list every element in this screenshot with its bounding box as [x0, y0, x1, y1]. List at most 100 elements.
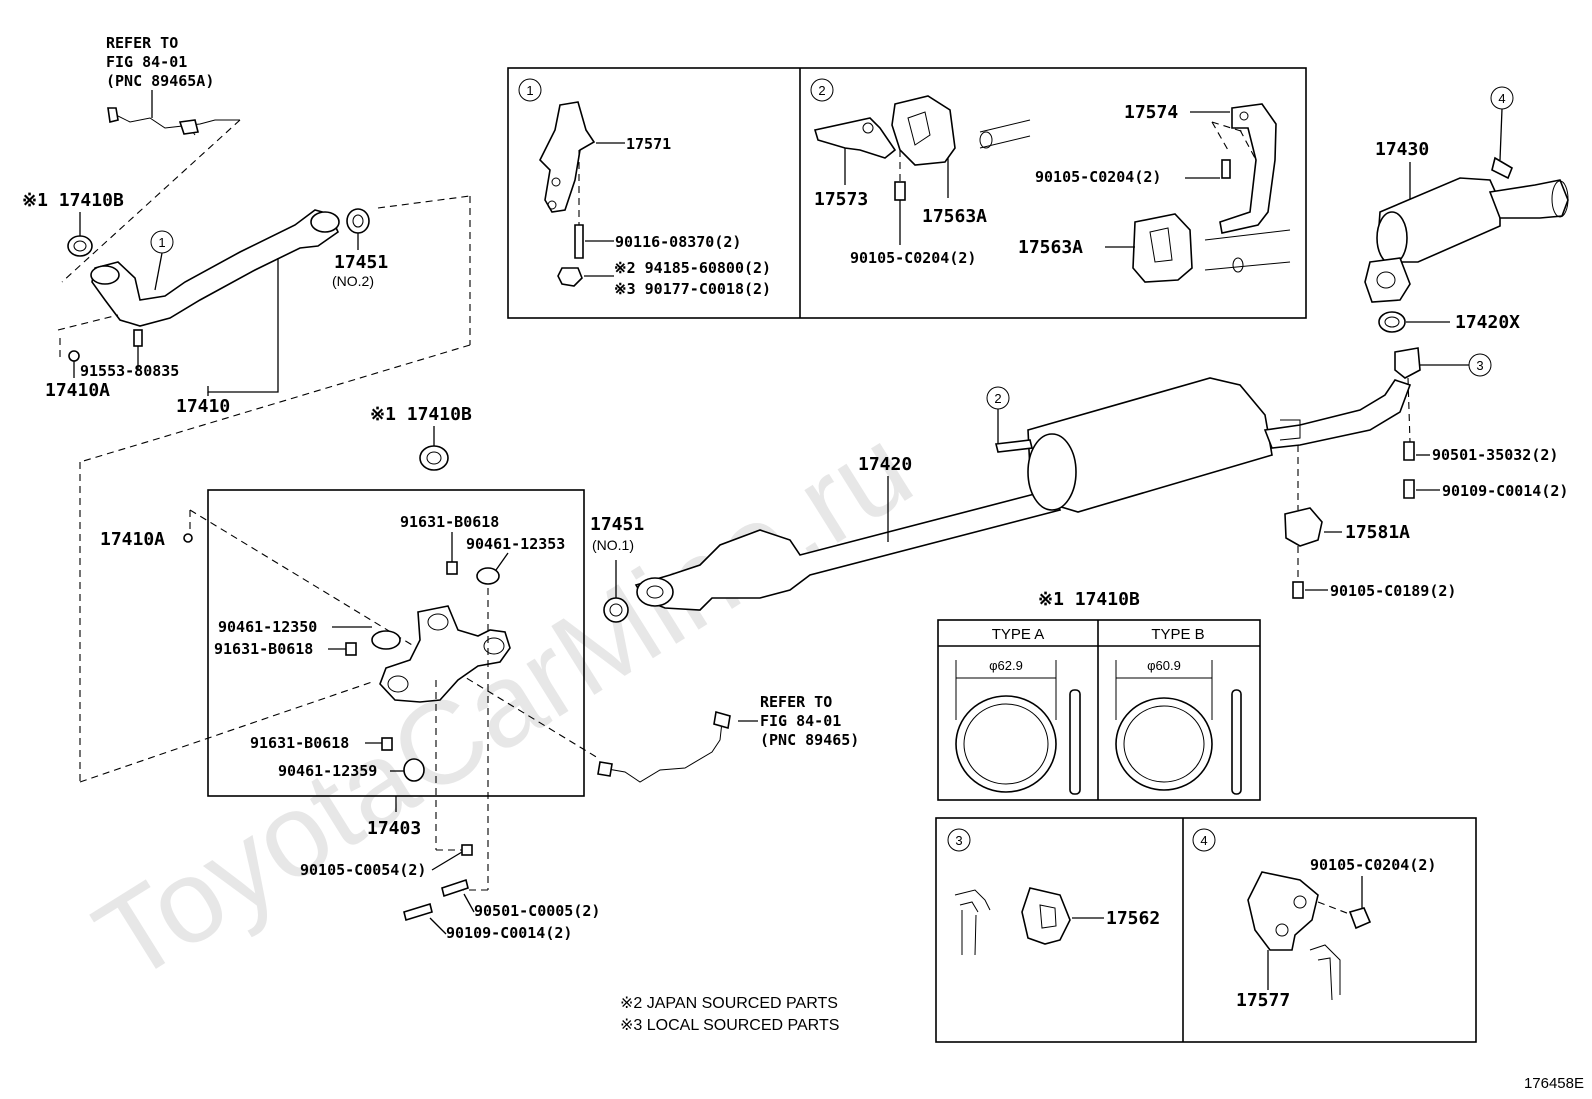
gasket-17420X-part: [1378, 311, 1406, 333]
label-17403: 17403: [367, 818, 421, 839]
note-local: ※3 LOCAL SOURCED PARTS: [620, 1017, 839, 1034]
svg-text:REFER TO: REFER TO: [760, 693, 832, 711]
svg-text:REFER TO: REFER TO: [106, 34, 178, 52]
callout-3-pipe: 3: [1468, 353, 1492, 377]
bolt-90109-c0014-a-part: [1403, 479, 1415, 499]
clamp-90461-12353-part: [476, 567, 500, 585]
label-17420: 17420: [858, 454, 912, 475]
svg-text:1: 1: [158, 235, 165, 250]
bracket-17573-part: [813, 117, 897, 159]
svg-text:(PNC 89465A): (PNC 89465A): [106, 72, 214, 90]
refer-top: REFER TO FIG 84-01 (PNC 89465A): [106, 34, 214, 90]
label-17562: 17562: [1106, 908, 1160, 929]
note-japan: ※2 JAPAN SOURCED PARTS: [620, 995, 838, 1012]
label-17410B-table: ※1 17410B: [1038, 589, 1140, 610]
label-17563A-b: 17563A: [1018, 237, 1083, 258]
bolt-90109-c0014-b-part: [403, 902, 433, 922]
hanger-17563A-b-part: [1132, 213, 1193, 283]
callout-4-pipe: 4: [1490, 86, 1514, 110]
hanger-17562-part: [1021, 887, 1071, 945]
nut-94185-part: [557, 267, 583, 287]
label-17410B-top: ※1 17410B: [22, 190, 124, 211]
svg-text:3: 3: [955, 833, 962, 848]
stud-90501-35032-part: [1403, 441, 1415, 461]
label-90177: ※3 90177-C0018(2): [614, 280, 771, 298]
label-91553: 91553-80835: [80, 362, 179, 380]
label-no2: (NO.2): [332, 273, 374, 289]
callout-1-box: 1: [518, 78, 542, 102]
label-90116: 90116-08370(2): [615, 233, 741, 251]
label-90105-c0204-c: 90105-C0204(2): [1310, 856, 1436, 874]
label-dia-b: φ60.9: [1147, 658, 1181, 673]
center-pipe-17420-part: [634, 489, 1062, 611]
label-90105-c0189: 90105-C0189(2): [1330, 582, 1456, 600]
gasket-type-b-drawing: [1115, 697, 1213, 791]
svg-text:(PNC 89465): (PNC 89465): [760, 731, 859, 749]
label-17574: 17574: [1124, 102, 1178, 123]
label-17577: 17577: [1236, 990, 1290, 1011]
catalytic-converter-17403-part: [379, 605, 511, 703]
oxygen-sensor-top-part: [109, 111, 240, 136]
gasket-type-table: [937, 619, 1261, 801]
label-17430: 17430: [1375, 139, 1429, 160]
label-90105-c0204-b: 90105-C0204(2): [1035, 168, 1161, 186]
label-94185: ※2 94185-60800(2): [614, 259, 771, 277]
stud-90116-part: [574, 224, 584, 259]
svg-text:2: 2: [994, 391, 1001, 406]
label-17410A-mid: 17410A: [100, 529, 165, 550]
label-90501-35032: 90501-35032(2): [1432, 446, 1558, 464]
nut-17410A-top-part: [68, 350, 80, 362]
label-90461-12353: 90461-12353: [466, 535, 565, 553]
bracket-17577-part: [1247, 871, 1319, 951]
oxygen-sensor-mid-part: [601, 721, 723, 783]
bracket-17571-part: [539, 101, 596, 213]
callout-3-box: 3: [947, 828, 971, 852]
label-type-b: TYPE B: [1151, 626, 1204, 643]
label-91631-a: 91631-B0618: [400, 513, 499, 531]
label-91631-b: 91631-B0618: [214, 640, 313, 658]
label-17451-no2: 17451: [334, 252, 388, 273]
callout-1-pipe: 1: [150, 230, 174, 254]
svg-text:1: 1: [526, 83, 533, 98]
svg-text:FIG 84-01: FIG 84-01: [760, 712, 841, 730]
label-90461-12359: 90461-12359: [278, 762, 377, 780]
hanger-17581A-part: [1284, 507, 1323, 547]
bolt-91553-part: [133, 329, 143, 347]
figure-id: 176458E: [1524, 1075, 1584, 1092]
label-no1: (NO.1): [592, 537, 634, 553]
svg-text:2: 2: [818, 83, 825, 98]
front-pipe-17410-part: [91, 209, 339, 327]
label-90501-c0005: 90501-C0005(2): [474, 902, 600, 920]
label-90461-12350: 90461-12350: [218, 618, 317, 636]
label-90105-c0204-a: 90105-C0204(2): [850, 249, 976, 267]
label-17451-no1: 17451: [590, 514, 644, 535]
gasket-17410B-mid-part: [419, 445, 449, 471]
label-17410B-mid: ※1 17410B: [370, 404, 472, 425]
clamp-90461-12350-part: [371, 630, 401, 650]
label-91631-c: 91631-B0618: [250, 734, 349, 752]
svg-text:4: 4: [1498, 91, 1505, 106]
label-17563A-a: 17563A: [922, 206, 987, 227]
bracket-17574-part: [1219, 103, 1277, 234]
label-90105-c0054: 90105-C0054(2): [300, 861, 426, 879]
refer-mid: REFER TO FIG 84-01 (PNC 89465): [760, 693, 859, 749]
label-17410: 17410: [176, 396, 230, 417]
label-90109-c0014-b: 90109-C0014(2): [446, 924, 572, 942]
gasket-17451-no1-part: [603, 597, 629, 623]
label-17420X: 17420X: [1455, 312, 1520, 333]
label-17581A: 17581A: [1345, 522, 1410, 543]
gasket-17410B-top-part: [67, 235, 93, 257]
gasket-17451-no2-part: [346, 208, 370, 234]
stud-90501-c0005-part: [441, 878, 469, 898]
bolt-90105-c0189-part: [1292, 581, 1304, 599]
detail-box-1-2: [507, 67, 1307, 319]
label-17410A-top: 17410A: [45, 380, 110, 401]
label-90109-c0014-a: 90109-C0014(2): [1442, 482, 1568, 500]
detail-box-3-4: [935, 817, 1477, 1043]
clamp-90461-12359-part: [403, 758, 425, 782]
svg-text:3: 3: [1476, 358, 1483, 373]
callout-2-pipe: 2: [986, 386, 1010, 410]
label-17573: 17573: [814, 189, 868, 210]
gasket-type-a-drawing: [955, 695, 1057, 793]
